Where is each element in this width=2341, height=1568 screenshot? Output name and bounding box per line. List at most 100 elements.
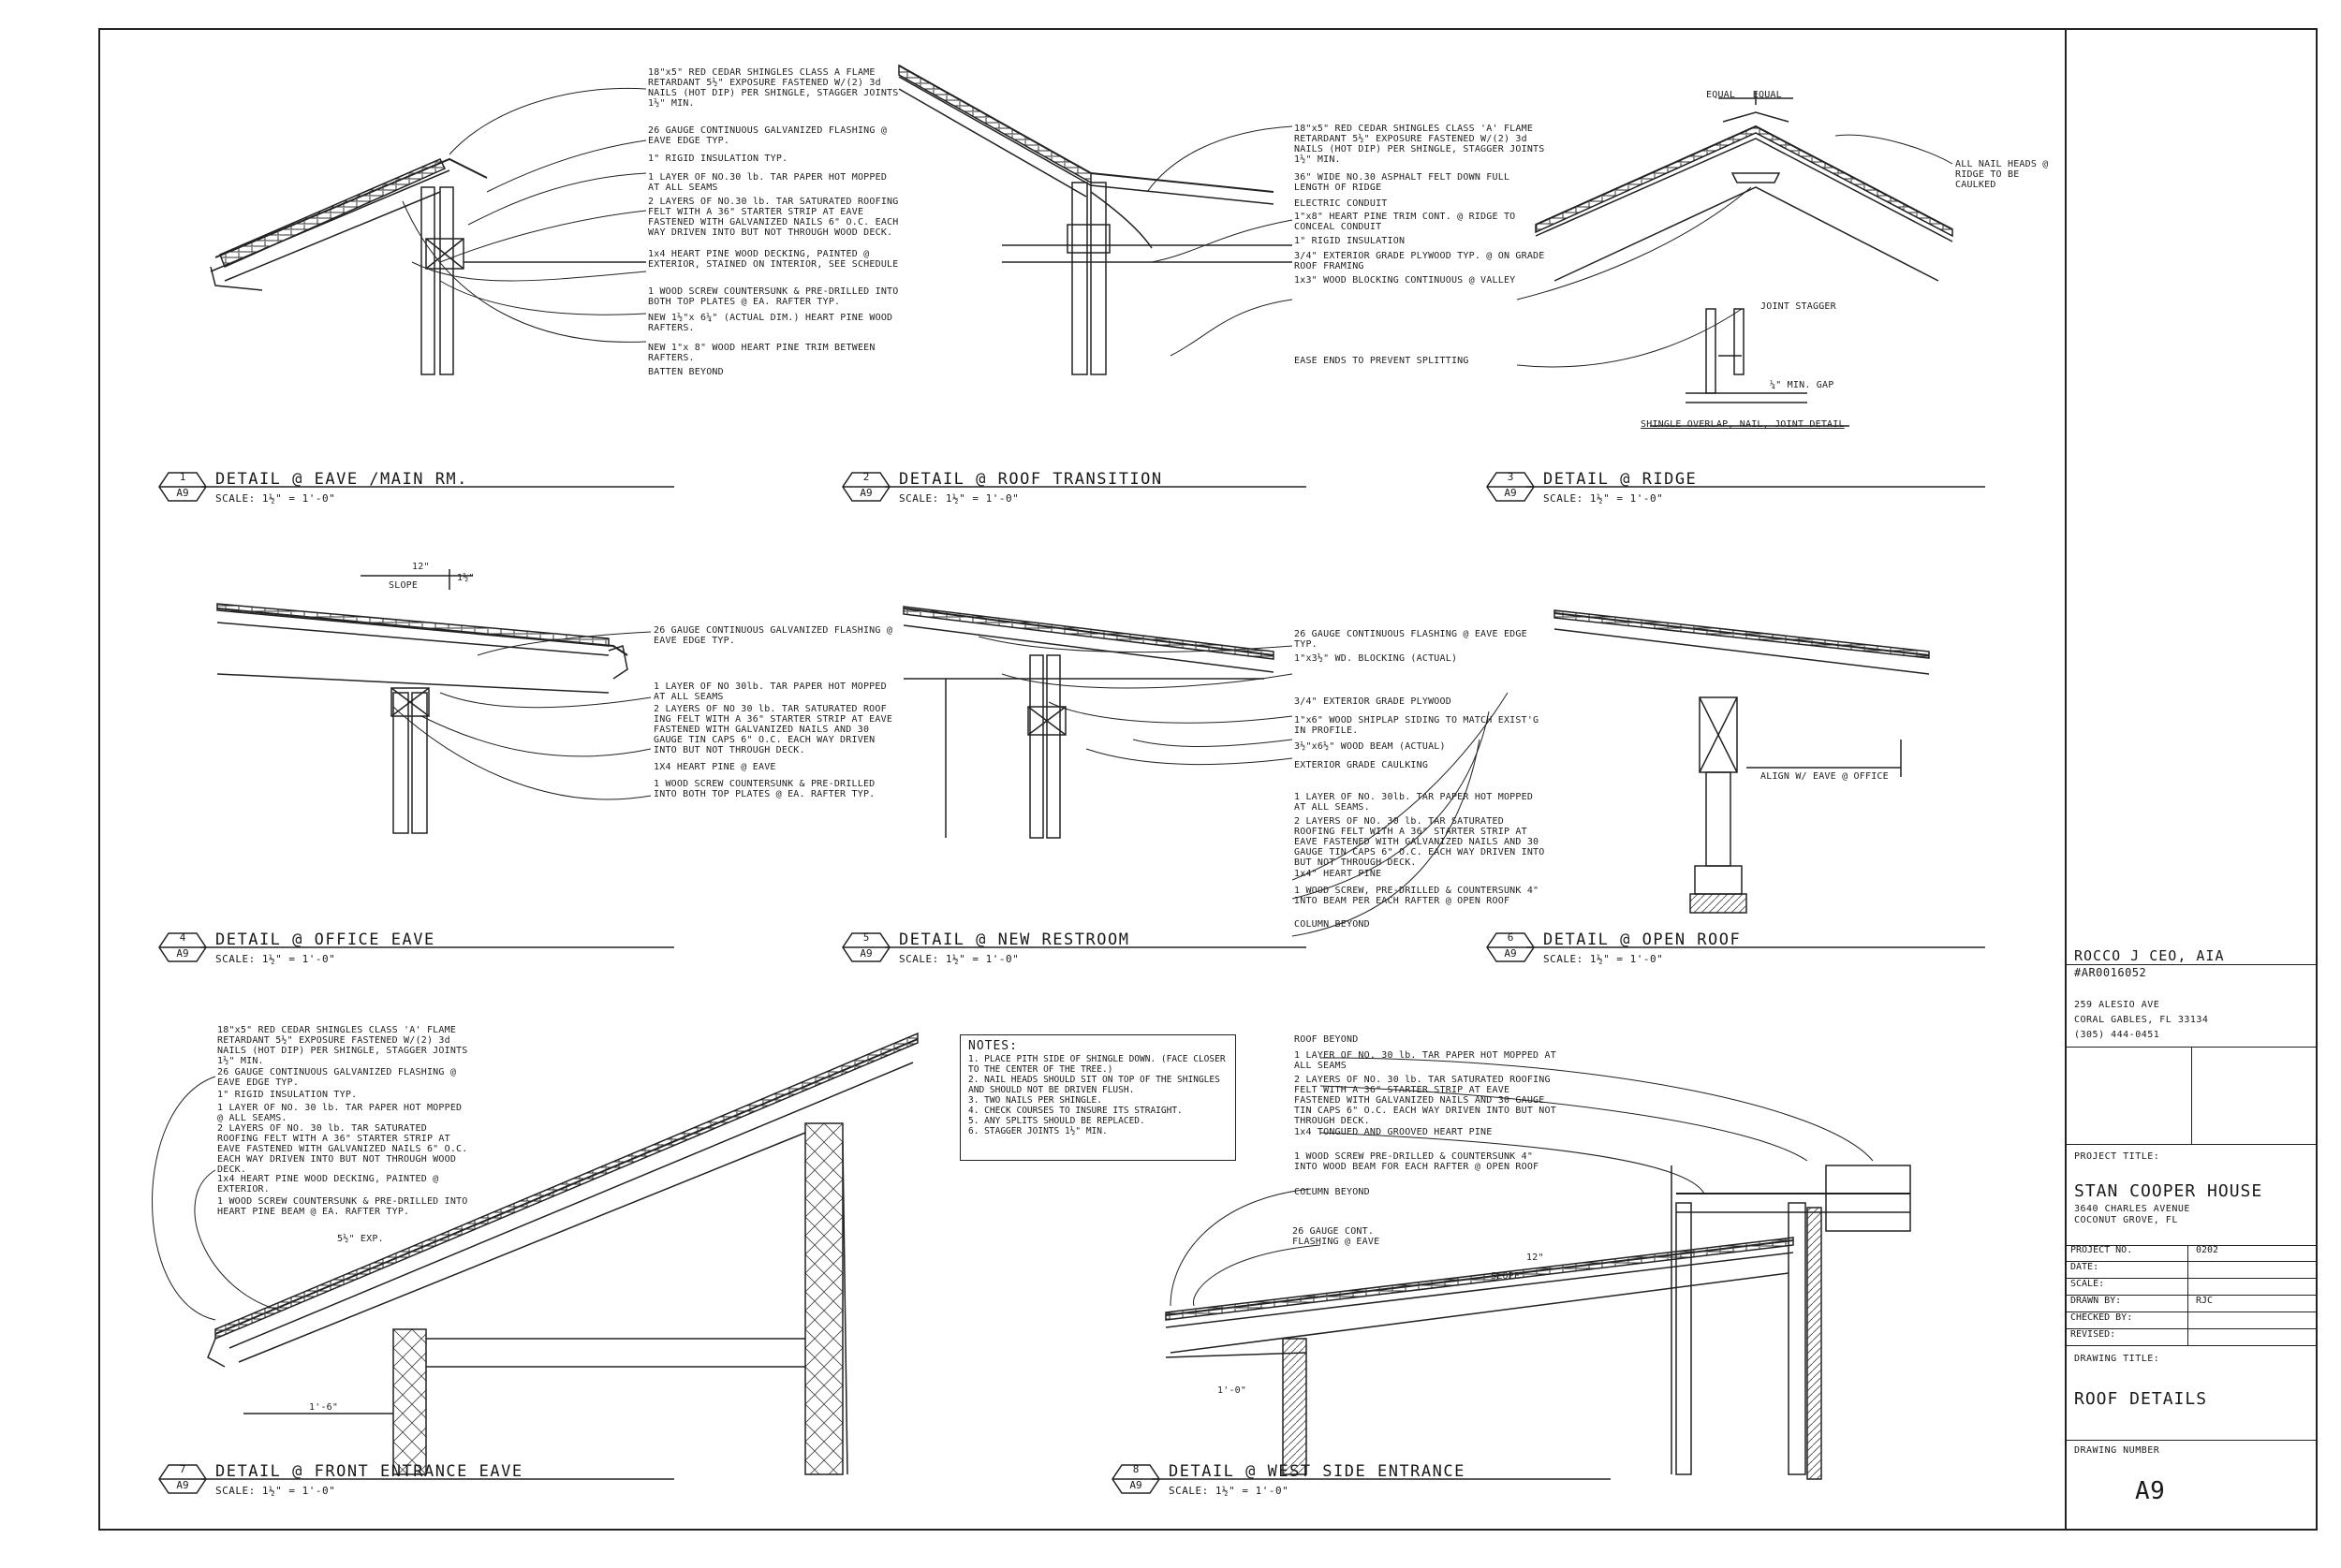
detail-5-title: DETAIL @ NEW RESTROOM	[899, 931, 1130, 949]
detail-6-title: DETAIL @ OPEN ROOF	[1543, 931, 1742, 949]
detail-6-drawing	[1553, 609, 1930, 914]
tb-divider-3	[2065, 1245, 2316, 1246]
field-row: REVISED:	[2065, 1329, 2318, 1346]
architect-phone: (305) 444-0451	[2074, 1030, 2160, 1040]
d6-callout-7: 1 LAYER OF NO. 30lb. TAR PAPER HOT MOPPE…	[1294, 792, 1534, 813]
field-key: DRAWN BY:	[2065, 1296, 2188, 1312]
d7-callout-6: 1x4 HEART PINE WOOD DECKING, PAINTED @ E…	[217, 1174, 439, 1194]
d7-dimension: 1'-6"	[309, 1402, 339, 1413]
field-value	[2188, 1262, 2318, 1278]
drawing-title: ROOF DETAILS	[2074, 1389, 2208, 1409]
d8-callout-1: ROOF BEYOND	[1294, 1034, 1359, 1045]
field-row: DRAWN BY:RJC	[2065, 1296, 2318, 1312]
project-fields-table: PROJECT NO.0202 DATE: SCALE: DRAWN BY:RJ…	[2065, 1245, 2318, 1346]
detail-5-drawing	[903, 606, 1274, 839]
d7-callout-2: 26 GAUGE CONTINUOUS GALVANIZED FLASHING …	[217, 1067, 457, 1088]
detail-1-scale: SCALE: 1½" = 1'-0"	[215, 492, 336, 505]
d3-callout-2: 36" WIDE NO.30 ASPHALT FELT DOWN FULL LE…	[1294, 172, 1510, 193]
tb-divider-architect	[2065, 964, 2316, 965]
d1-callout-1: 18"x5" RED CEDAR SHINGLES CLASS A FLAME …	[648, 67, 899, 109]
d1-callout-3: 1" RIGID INSULATION TYP.	[648, 154, 788, 164]
d8-callout-3: 2 LAYERS OF NO. 30 lb. TAR SATURATED ROO…	[1294, 1075, 1556, 1126]
d6-callout-3: 3/4" EXTERIOR GRADE PLYWOOD	[1294, 696, 1451, 707]
detail-3-title: DETAIL @ RIDGE	[1543, 470, 1698, 489]
d8-callout-5: 1 WOOD SCREW PRE-DRILLED & COUNTERSUNK 4…	[1294, 1151, 1539, 1172]
detail-3-drawing	[1535, 92, 1953, 427]
d4-callout-1: 26 GAUGE CONTINUOUS GALVANIZED FLASHING …	[654, 625, 893, 646]
d7-callout-1: 18"x5" RED CEDAR SHINGLES CLASS 'A' FLAM…	[217, 1025, 468, 1066]
architect-address-1: 259 ALESIO AVE	[2074, 1000, 2160, 1010]
architect-name: ROCCO J CEO, AIA	[2074, 947, 2225, 964]
d4-slope-label: SLOPE	[389, 580, 419, 591]
field-key: CHECKED BY:	[2065, 1312, 2188, 1328]
field-value	[2188, 1329, 2318, 1345]
d6-callout-2: 1"x3½" WD. BLOCKING (ACTUAL)	[1294, 653, 1458, 664]
d6-callout-4: 1"x6" WOOD SHIPLAP SIDING TO MATCH EXIST…	[1294, 715, 1539, 736]
d8-flashing-note: 26 GAUGE CONT. FLASHING @ EAVE	[1292, 1226, 1380, 1247]
d4-callout-5: 1 WOOD SCREW COUNTERSUNK & PRE-DRILLED I…	[654, 779, 876, 799]
d7-callout-3: 1" RIGID INSULATION TYP.	[217, 1090, 358, 1100]
tb-vertical-divider	[2191, 1047, 2192, 1145]
d8-slope-label: SLOPE	[1491, 1271, 1521, 1282]
d7-callout-5: 2 LAYERS OF NO. 30 lb. TAR SATURATED ROO…	[217, 1123, 468, 1175]
detail-1-drawing	[210, 157, 646, 375]
detail-8-title: DETAIL @ WEST SIDE ENTRANCE	[1169, 1462, 1465, 1481]
d6-callout-1: 26 GAUGE CONTINUOUS FLASHING @ EAVE EDGE…	[1294, 629, 1527, 650]
detail-7-title: DETAIL @ FRONT ENTRANCE EAVE	[215, 1462, 523, 1481]
d3-callout-5: 1" RIGID INSULATION	[1294, 236, 1406, 246]
d7-exposure: 5½" EXP.	[337, 1234, 384, 1244]
d3-callout-6: 3/4" EXTERIOR GRADE PLYWOOD TYP. @ ON GR…	[1294, 251, 1545, 271]
d3-min-gap: ¼" MIN. GAP	[1770, 380, 1834, 390]
d1-callout-4: 1 LAYER OF NO.30 lb. TAR PAPER HOT MOPPE…	[648, 172, 888, 193]
field-key: DATE:	[2065, 1262, 2188, 1278]
detail-5-scale: SCALE: 1½" = 1'-0"	[899, 953, 1020, 965]
d3-nail-heads-note: ALL NAIL HEADS @ RIDGE TO BE CAULKED	[1955, 159, 2049, 190]
detail-8-drawing	[1165, 1165, 1911, 1480]
field-row: SCALE:	[2065, 1279, 2318, 1296]
detail-2-drawing	[898, 64, 1292, 375]
d8-callout-6: COLUMN BEYOND	[1294, 1187, 1370, 1197]
title-block	[2065, 28, 2318, 1531]
detail-6-scale: SCALE: 1½" = 1'-0"	[1543, 953, 1664, 965]
d3-callout-7: 1x3" WOOD BLOCKING CONTINUOUS @ VALLEY	[1294, 275, 1516, 286]
note-item: 5. ANY SPLITS SHOULD BE REPLACED.	[968, 1116, 1145, 1126]
d3-shingle-detail-title: SHINGLE OVERLAP, NAIL, JOINT DETAIL	[1641, 419, 1845, 430]
note-item: 1. PLACE PITH SIDE OF SHINGLE DOWN. (FAC…	[968, 1054, 1226, 1075]
d7-callout-4: 1 LAYER OF NO. 30 lb. TAR PAPER HOT MOPP…	[217, 1103, 463, 1123]
d4-slope-rise: 1½"	[457, 573, 475, 583]
detail-tags-outline	[158, 472, 1535, 1494]
d6-callout-11: COLUMN BEYOND	[1294, 919, 1370, 930]
detail-4-title: DETAIL @ OFFICE EAVE	[215, 931, 435, 949]
d8-callout-4: 1x4 TONGUED AND GROOVED HEART PINE	[1294, 1127, 1493, 1137]
field-value	[2188, 1279, 2318, 1295]
detail-7-drawing	[207, 1032, 919, 1475]
field-key: REVISED:	[2065, 1329, 2188, 1345]
title-underlines	[201, 486, 1985, 1480]
d1-callout-5: 2 LAYERS OF NO.30 lb. TAR SATURATED ROOF…	[648, 197, 899, 238]
d1-callout-10: BATTEN BEYOND	[648, 367, 724, 377]
field-row: DATE:	[2065, 1262, 2318, 1279]
notes-heading: NOTES:	[968, 1039, 1018, 1053]
drawing-number-label: DRAWING NUMBER	[2074, 1445, 2160, 1456]
detail-2-title: DETAIL @ ROOF TRANSITION	[899, 470, 1163, 489]
d3-callout-3: ELECTRIC CONDUIT	[1294, 198, 1388, 209]
project-address-1: 3640 CHARLES AVENUE	[2074, 1204, 2190, 1214]
d6-callout-5: 3½"x6½" WOOD BEAM (ACTUAL)	[1294, 741, 1446, 752]
field-row: PROJECT NO.0202	[2065, 1245, 2318, 1262]
d3-callout-4: 1"x8" HEART PINE TRIM CONT. @ RIDGE TO C…	[1294, 212, 1516, 232]
d3-equal-dims: EQUAL EQUAL	[1706, 90, 1782, 100]
d1-callout-6: 1x4 HEART PINE WOOD DECKING, PAINTED @ E…	[648, 249, 899, 270]
d4-slope-run: 12"	[412, 562, 430, 572]
d1-callout-8: NEW 1½"x 6¼" (ACTUAL DIM.) HEART PINE WO…	[648, 313, 893, 333]
note-item: 3. TWO NAILS PER SHINGLE.	[968, 1095, 1102, 1106]
detail-4-scale: SCALE: 1½" = 1'-0"	[215, 953, 336, 965]
note-item: 2. NAIL HEADS SHOULD SIT ON TOP OF THE S…	[968, 1075, 1220, 1095]
tb-divider-4	[2065, 1440, 2316, 1441]
d1-callout-2: 26 GAUGE CONTINUOUS GALVANIZED FLASHING …	[648, 125, 888, 146]
